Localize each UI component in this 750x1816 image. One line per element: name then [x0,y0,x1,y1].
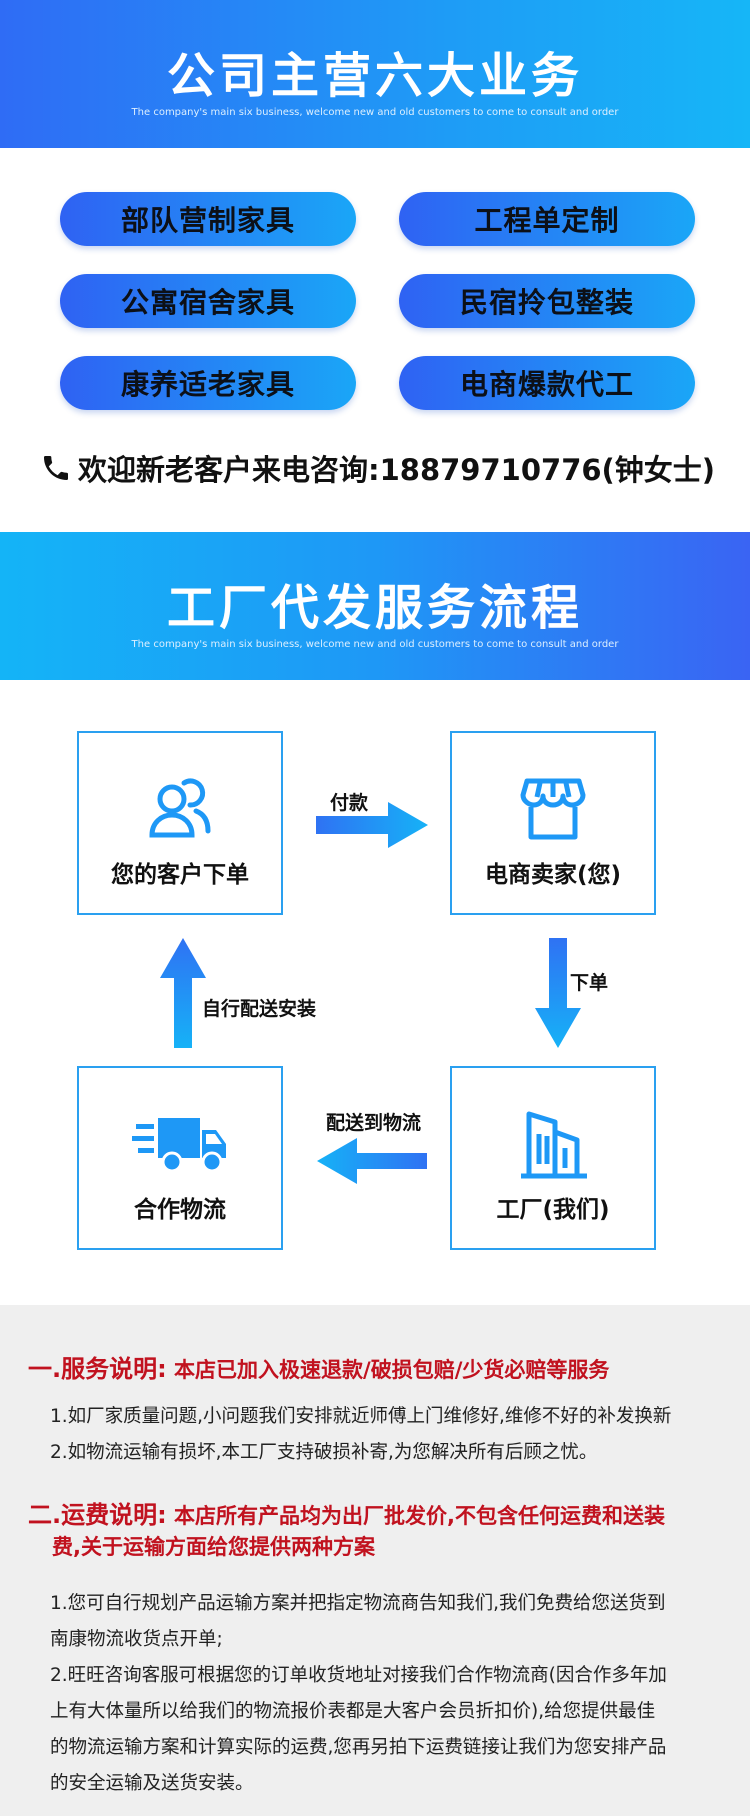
freight-heading: 二.运费说明: 本店所有产品均为出厂批发价,不包含任何运费和送装 [28,1501,666,1529]
store-icon [520,778,586,840]
flow-step-ship: 配送到物流 [326,1112,422,1134]
flow-box-customer: 您的客户下单 [77,731,283,915]
flow-subtitle: The company's main six business, welcome… [131,639,619,650]
arrow-right [316,802,428,848]
service-note-1: 1.如厂家质量问题,小问题我们安排就近师傅上门维修好,维修不好的补发换新 [50,1406,672,1427]
truck-icon [132,1118,226,1173]
freight-note-1b: 南康物流收货点开单; [50,1629,223,1650]
freight-note-2d: 的安全运输及送货安装。 [50,1773,254,1794]
phone-icon [44,456,68,480]
business-title: 公司主营六大业务 [166,48,583,104]
freight-note-2a: 2.旺旺咨询客服可根据您的订单收货地址对接我们合作物流商(因合作多年加 [50,1665,667,1686]
business-pill: 公寓宿舍家具 [60,274,356,328]
arrow-left [317,1138,427,1184]
freight-note-2b: 上有大体量所以给我们的物流报价表都是大客户会员折扣价),给您提供最佳 [50,1701,656,1722]
building-icon [521,1111,587,1179]
notes-section: 一.服务说明: 本店已加入极速退款/破损包赔/少货必赔等服务 1.如厂家质量问题… [0,1305,750,1816]
flow-label-seller: 电商卖家(您) [484,862,622,888]
business-pill: 工程单定制 [399,192,695,246]
arrow-up [160,938,206,1048]
flow-banner: 工厂代发服务流程 The company's main six business… [0,532,750,680]
flow-label-logistics: 合作物流 [134,1197,226,1223]
business-pill: 部队营制家具 [60,192,356,246]
freight-heading-cont: 费,关于运输方面给您提供两种方案 [52,1535,375,1559]
contact-row: 欢迎新老客户来电咨询:18879710776(钟女士) [40,448,715,488]
contact-text: 欢迎新老客户来电咨询:18879710776(钟女士) [78,453,716,487]
flow-step-deliver: 自行配送安装 [202,998,317,1020]
arrow-down [535,938,581,1048]
users-icon [149,778,211,838]
flow-label-factory: 工厂(我们) [496,1197,610,1223]
business-banner: 公司主营六大业务 The company's main six business… [0,0,750,148]
flow-box-factory: 工厂(我们) [450,1066,656,1250]
flow-label-customer: 您的客户下单 [111,862,249,888]
flow-box-logistics: 合作物流 [77,1066,283,1250]
flow-title: 工厂代发服务流程 [166,580,583,636]
freight-note-1a: 1.您可自行规划产品运输方案并把指定物流商告知我们,我们免费给您送货到 [50,1593,666,1614]
freight-note-2c: 的物流运输方案和计算实际的运费,您再另拍下运费链接让我们为您安排产品 [50,1737,667,1758]
business-pill: 康养适老家具 [60,356,356,410]
flow-box-seller: 电商卖家(您) [450,731,656,915]
business-pill: 民宿拎包整装 [399,274,695,328]
service-heading: 一.服务说明: 本店已加入极速退款/破损包赔/少货必赔等服务 [28,1355,610,1383]
service-note-2: 2.如物流运输有损坏,本工厂支持破损补寄,为您解决所有后顾之忧。 [50,1442,598,1463]
flow-step-order: 下单 [570,972,609,994]
flow-step-pay: 付款 [330,792,369,814]
business-pill: 电商爆款代工 [399,356,695,410]
business-subtitle: The company's main six business, welcome… [131,107,619,118]
